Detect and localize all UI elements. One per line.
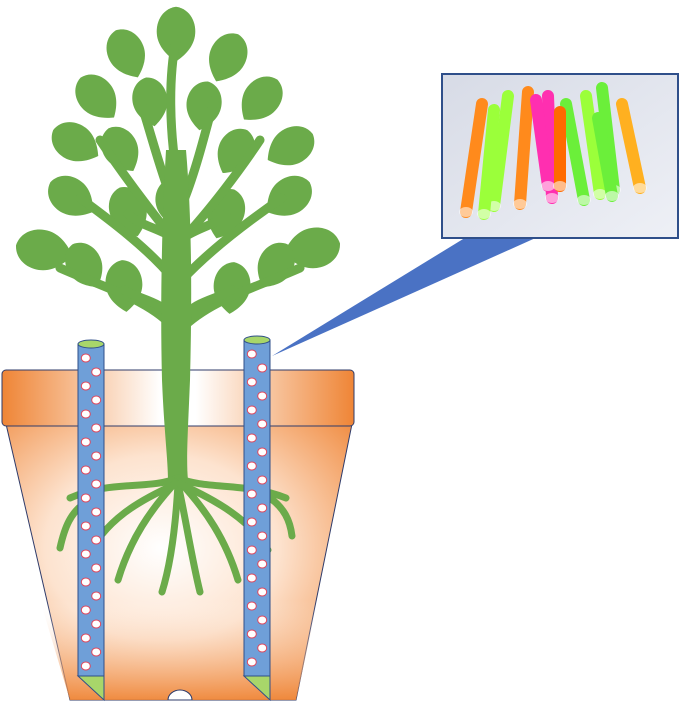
photo-straw	[616, 98, 646, 194]
leaf	[283, 227, 341, 269]
leaf	[267, 126, 315, 166]
plant-trunk	[161, 150, 192, 480]
straw-hole	[80, 493, 91, 503]
straw-hole	[80, 465, 91, 475]
straw-hole	[246, 573, 257, 583]
photo-straw-end	[459, 207, 473, 217]
straw-hole	[257, 531, 268, 541]
straw-hole	[246, 349, 257, 359]
straw-hole	[246, 517, 257, 527]
photo-straw	[530, 94, 554, 192]
straw-hole	[80, 381, 91, 391]
straw-hole	[246, 629, 257, 639]
straw-left	[76, 339, 105, 702]
photo-straw-end	[577, 195, 591, 205]
photo-straw-end	[545, 193, 559, 203]
straw-hole	[246, 601, 257, 611]
straw-hole	[246, 489, 257, 499]
root	[266, 494, 296, 540]
callout-wedge	[272, 236, 540, 356]
photo-straw-end	[553, 181, 567, 191]
photo-straw	[514, 86, 534, 210]
straw-hole	[257, 363, 268, 373]
tree-plant	[15, 6, 341, 596]
leaf	[156, 6, 196, 62]
photo-straws	[459, 82, 647, 220]
straw-hole	[91, 395, 102, 405]
straw-hole	[246, 405, 257, 415]
straw-hole	[80, 409, 91, 419]
straw-hole	[91, 647, 102, 657]
root	[174, 480, 204, 596]
leaf	[75, 74, 117, 118]
straw-hole	[257, 559, 268, 569]
photo-straw	[592, 112, 618, 202]
straw-hole	[80, 353, 91, 363]
straw-hole	[80, 549, 91, 559]
straw-hole	[257, 475, 268, 485]
photo-straw-end	[633, 183, 647, 193]
photo-straw-end	[605, 191, 619, 201]
straw-hole	[80, 605, 91, 615]
photo-straw	[560, 98, 590, 206]
photo-straw	[488, 90, 514, 212]
leaf	[209, 33, 248, 82]
straw-right	[242, 335, 271, 702]
straw-cut-tip	[76, 675, 105, 702]
leaf	[241, 76, 283, 120]
straw-hole	[80, 437, 91, 447]
straw-hole	[91, 535, 102, 545]
straw-hole	[257, 587, 268, 597]
photo-straw-end	[593, 189, 607, 199]
photo-straw	[460, 98, 488, 218]
straw-hole	[246, 433, 257, 443]
straw-top-opening	[77, 339, 105, 349]
straw-hole	[246, 461, 257, 471]
drain-hole	[167, 689, 193, 701]
straw-hole	[91, 479, 102, 489]
root	[174, 474, 290, 502]
straw-hole	[257, 643, 268, 653]
straw-hole	[91, 423, 102, 433]
straw-hole	[80, 521, 91, 531]
photo-straw	[478, 104, 500, 220]
straw-hole	[91, 591, 102, 601]
photo-straw-end	[477, 209, 491, 219]
straw-hole	[91, 367, 102, 377]
leaf	[51, 122, 99, 162]
leaf	[106, 29, 145, 78]
straw-cut-tip	[242, 675, 271, 702]
straw-hole	[246, 545, 257, 555]
straw-hole	[80, 661, 91, 671]
photo-straw-end	[513, 199, 527, 209]
straw-hole	[257, 391, 268, 401]
straw-hole	[91, 507, 102, 517]
straw-hole	[257, 503, 268, 513]
leaf	[267, 175, 312, 216]
straws-photo	[441, 73, 679, 239]
leaf	[48, 175, 93, 216]
straw-hole	[257, 615, 268, 625]
straw-hole	[257, 447, 268, 457]
photo-straw	[580, 90, 606, 200]
leaf	[15, 229, 73, 271]
branch	[177, 193, 287, 285]
straw-hole	[246, 657, 257, 667]
straw-top-opening	[243, 335, 271, 345]
straw-hole	[80, 577, 91, 587]
straw-hole	[91, 619, 102, 629]
watering-straws	[76, 335, 271, 702]
straw-hole	[246, 377, 257, 387]
straw-hole	[80, 633, 91, 643]
straw-hole	[91, 563, 102, 573]
straw-hole	[257, 419, 268, 429]
straw-hole	[91, 451, 102, 461]
photo-straw-end	[541, 181, 555, 191]
